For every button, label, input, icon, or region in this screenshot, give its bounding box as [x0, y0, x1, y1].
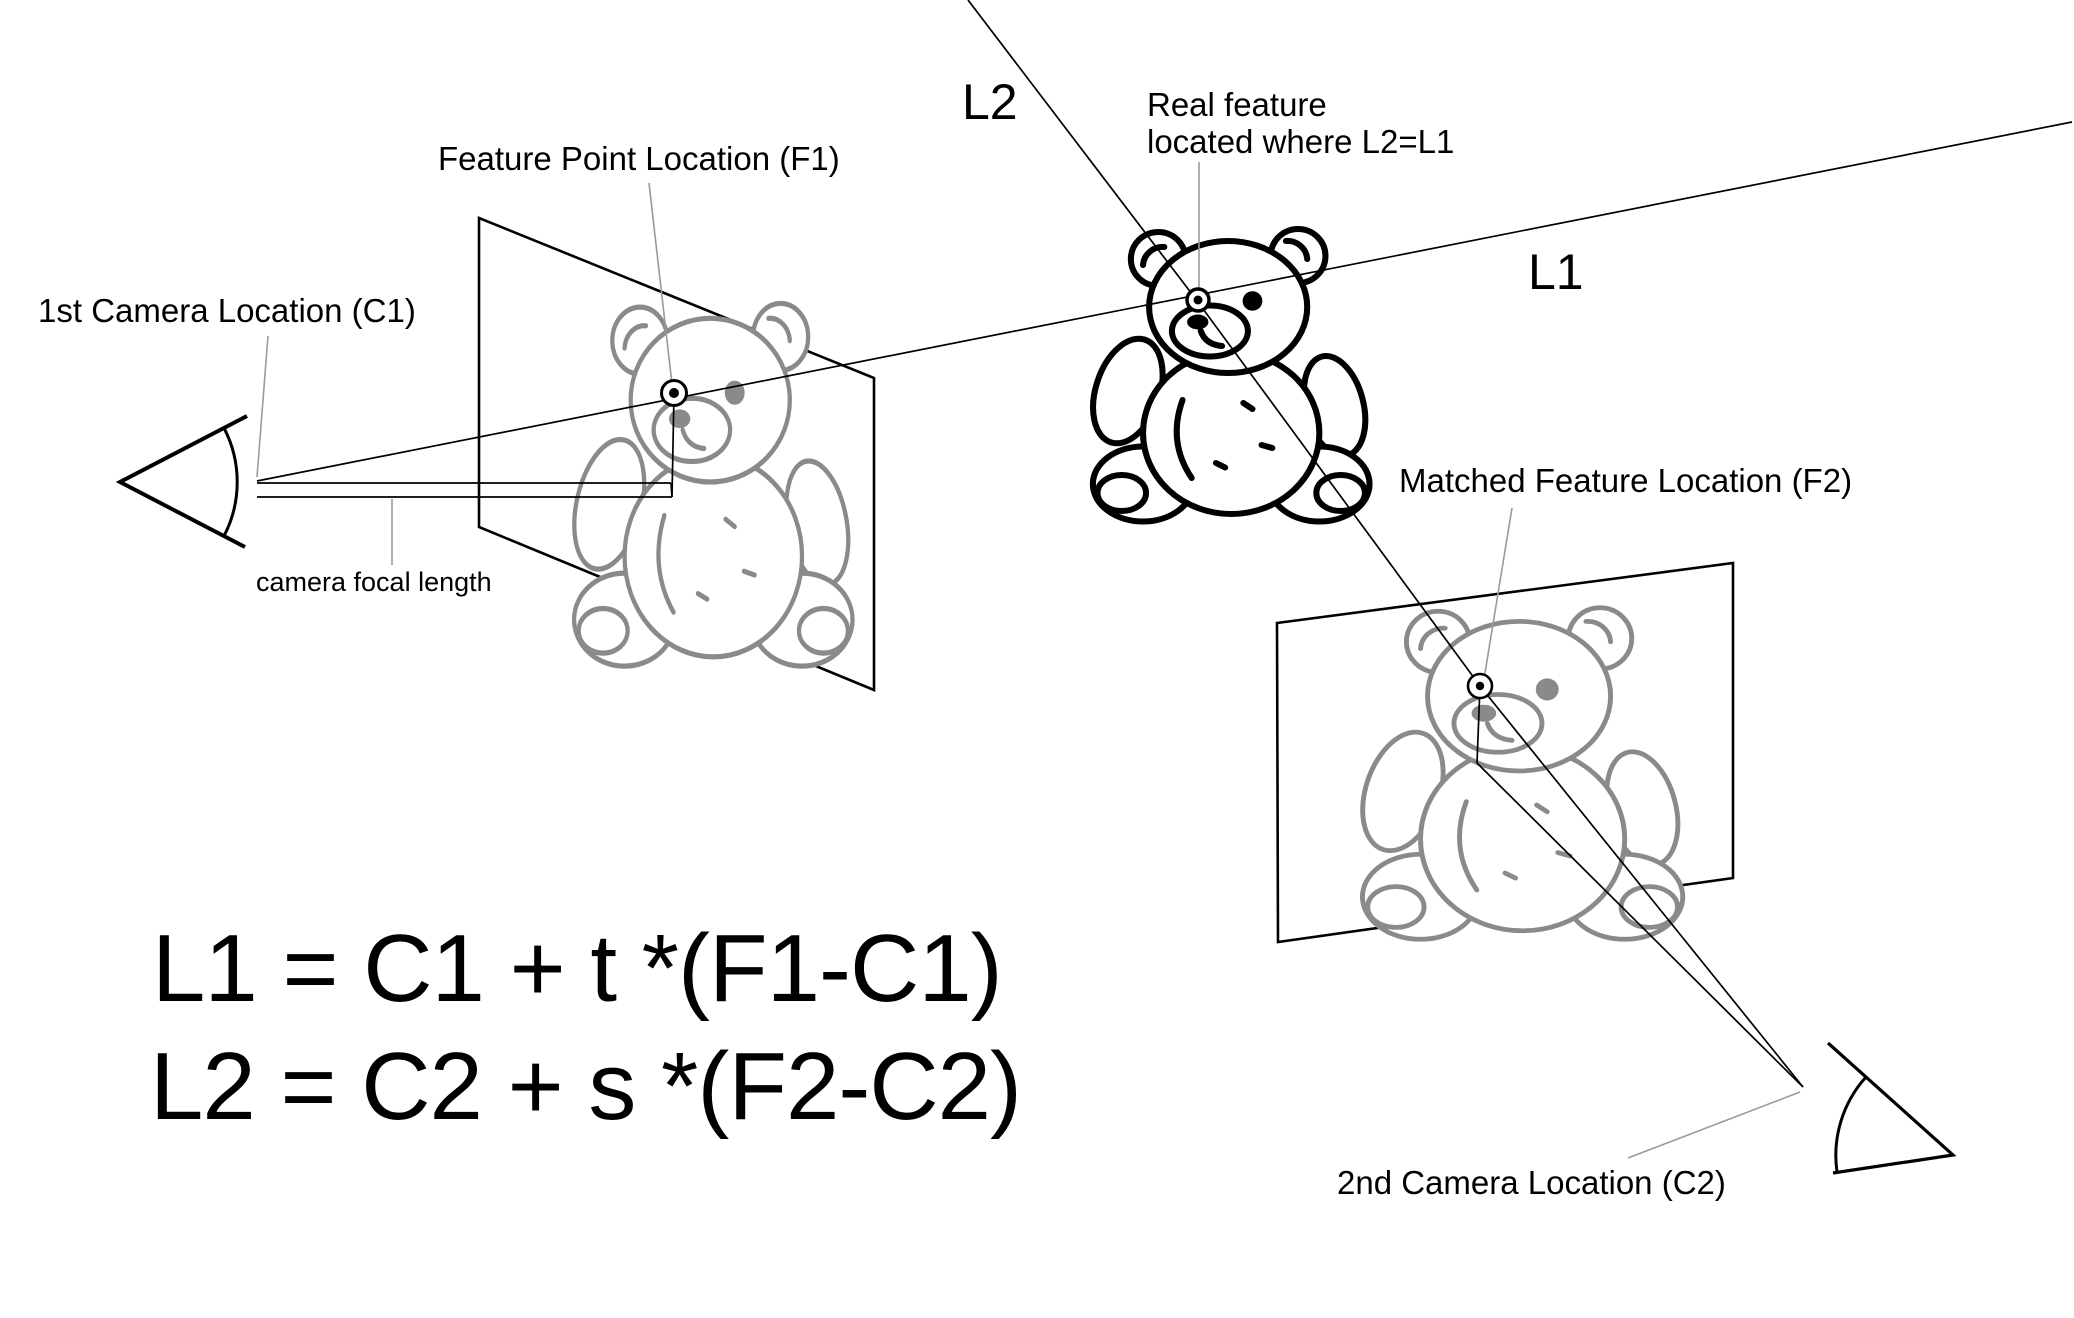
label-real-feature-line2: located where L2=L1: [1147, 123, 1455, 160]
ray-line-l1: [256, 121, 2073, 482]
leader-line-feature1: [648, 182, 673, 385]
label-line-l2: L2: [962, 74, 1018, 130]
camera1-view-cone-icon: [115, 414, 248, 549]
equation-line-l2: L2 = C2 + s *(F2-C2): [150, 1033, 1022, 1140]
label-real-feature-line1: Real feature: [1147, 86, 1327, 123]
camera2-focal-line: [1476, 762, 1804, 1088]
label-matched-feature-location: Matched Feature Location (F2): [1399, 462, 1853, 499]
label-camera2-location: 2nd Camera Location (C2): [1337, 1164, 1726, 1201]
ray-line-l2: [967, 0, 1804, 1088]
teddy-bear-image-2: [1347, 606, 1691, 941]
feature1-drop-line: [671, 392, 675, 498]
label-camera-focal-length: camera focal length: [256, 567, 492, 597]
teddy-bear-real-object: [1079, 228, 1376, 523]
label-camera1-location: 1st Camera Location (C1): [38, 292, 416, 329]
leader-line-camera1: [256, 335, 269, 478]
feature-point-marker-f1: [660, 379, 688, 407]
teddy-bear-image-1: [560, 302, 860, 668]
matched-feature-marker-f2: [1466, 672, 1494, 700]
label-feature-point-location: Feature Point Location (F1): [438, 140, 840, 177]
equation-line-l1: L1 = C1 + t *(F1-C1): [152, 915, 1003, 1022]
label-line-l1: L1: [1528, 244, 1584, 300]
leader-line-matched-feature: [1483, 507, 1513, 680]
focal-length-bar: [257, 482, 673, 498]
image-plane-2: [1275, 561, 1735, 944]
leader-line-camera2: [1627, 1091, 1801, 1159]
label-real-feature: Real feature located where L2=L1: [1147, 86, 1454, 160]
real-feature-marker: [1185, 287, 1211, 313]
camera2-view-cone-icon: [1826, 1041, 1957, 1175]
